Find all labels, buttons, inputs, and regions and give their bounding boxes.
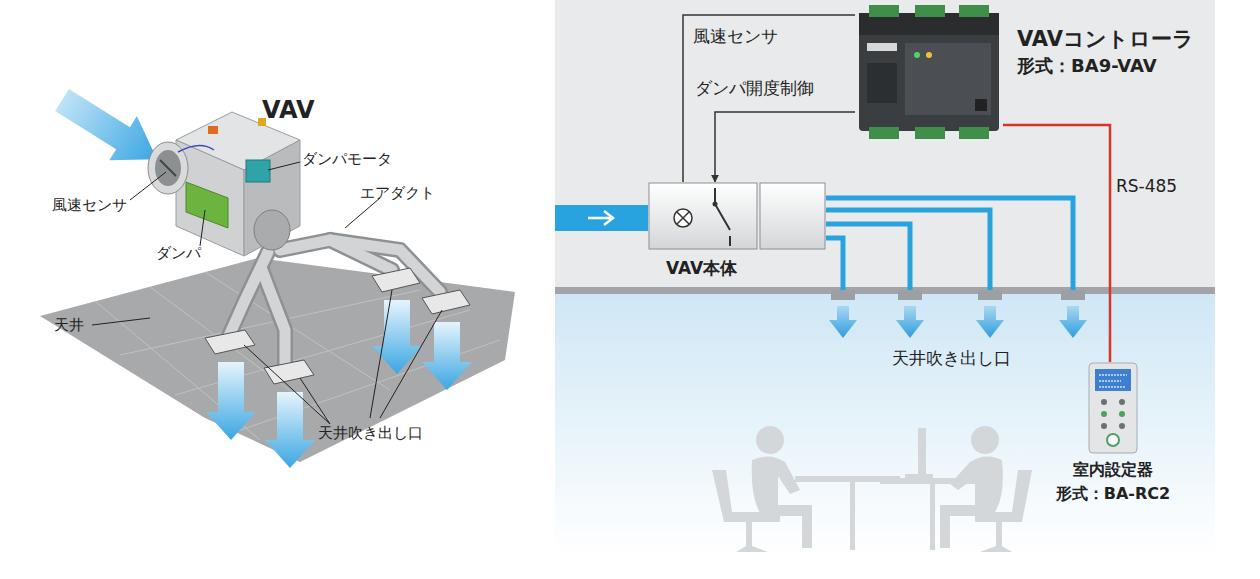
node-title: 室内設定器 [1038, 460, 1188, 479]
office-people [712, 426, 1032, 552]
controller-device [855, 3, 1003, 140]
vav-body-node: VAV本体 [648, 182, 826, 250]
ceiling-outlets [831, 290, 1085, 300]
part-name: エアダクト [360, 184, 435, 202]
flow-arrow [588, 211, 613, 225]
room-setter-device [1088, 362, 1138, 454]
vav-unit [148, 112, 300, 256]
signal-name: RS-485 [1116, 176, 1177, 196]
signal-line [715, 112, 855, 182]
node-title: VAVコントローラ [1017, 27, 1194, 52]
part-name: 風速センサ [52, 196, 127, 214]
part-name: 天井吹き出し口 [318, 424, 423, 442]
signal-name: ダンパ開度制御 [695, 78, 814, 98]
outlet-air-arrows [206, 300, 472, 468]
controller-node: VAVコントローラ形式：BA9-VAV [855, 3, 1003, 140]
node-title: VAV本体 [666, 258, 737, 278]
model-number: 形式：BA9-VAV [1017, 55, 1157, 77]
signal-line [1003, 125, 1110, 362]
part-name: 天井 [54, 316, 84, 334]
vav-illustration [40, 78, 515, 468]
leader-lines [92, 162, 442, 424]
right-panel [555, 0, 1215, 556]
air-flow-arrows [829, 306, 1087, 338]
signal-line [683, 15, 855, 182]
branch-ducts [826, 198, 1073, 290]
part-name: ダンパモータ [302, 150, 392, 168]
room-space [555, 294, 1215, 556]
supply-duct [555, 205, 648, 231]
ceiling-space [555, 0, 1215, 290]
signal-name: 風速センサ [693, 26, 778, 46]
ceiling-line [555, 287, 1215, 294]
vav-body-drawing [648, 182, 826, 250]
model-number: 形式：BA-RC2 [1038, 484, 1188, 503]
room-setter-node: 室内設定器形式：BA-RC2 [1088, 362, 1138, 454]
part-name: 天井吹き出し口 [892, 348, 1011, 368]
part-name: ダンパ [156, 244, 201, 262]
unit-title: VAV [262, 96, 314, 125]
